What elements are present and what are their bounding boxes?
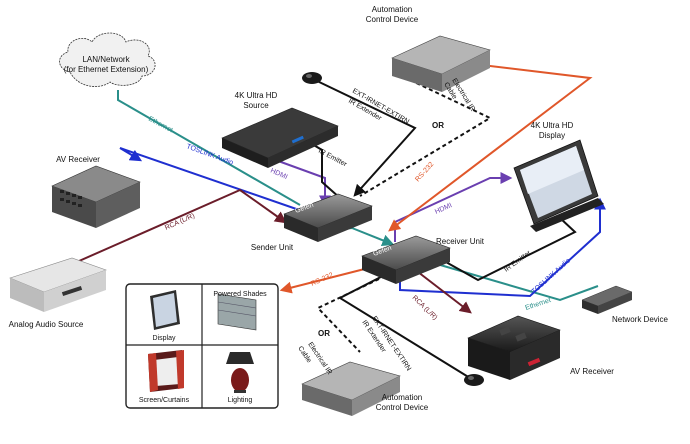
uhd-source-label-line2: Source [243, 101, 269, 110]
analog-audio-source-label: Analog Audio Source [9, 320, 84, 329]
toslink-right-label: TOSLINK Audio [531, 257, 572, 295]
lan-label-line1: LAN/Network [82, 55, 130, 64]
hdmi-display-label: HDMI [434, 202, 453, 216]
electrical-ir-cable-top [359, 79, 493, 197]
panel-shades-label: Powered Shades [213, 291, 267, 298]
av-receiver-left: AV Receiver [51, 155, 141, 228]
hdmi-cable-source [269, 157, 331, 208]
rs232-left-label: RS-232 [310, 272, 335, 288]
automation-bottom-label-line2: Control Device [376, 403, 429, 412]
panel-curtains-label: Screen/Curtains [139, 397, 190, 404]
or-top-label: OR [432, 121, 444, 130]
ethernet-cable-right [429, 261, 599, 302]
ir-sensor-bottom [464, 374, 484, 386]
rs232-top-label: RS-232 [414, 161, 435, 183]
av-receiver-right: AV Receiver [467, 315, 614, 380]
automation-control-device-top: Automation Control Device [366, 5, 491, 92]
ethernet-cable-top [117, 90, 301, 206]
ir-emitter-cable-right [427, 217, 577, 282]
lan-cloud: LAN/Network (for Ethernet Extension) [59, 32, 156, 87]
or-bottom-label: OR [318, 329, 330, 338]
panel-curtains-icon [148, 350, 184, 392]
hdmi-cable-display [394, 172, 513, 242]
rca-right-label: RCA (L/R) [411, 294, 439, 321]
electrical-ir-cable-bottom [316, 269, 399, 353]
panel-display-label: Display [153, 335, 176, 342]
uhd-display-label-line1: 4K Ultra HD [531, 121, 574, 130]
automation-top-label-line1: Automation [372, 5, 412, 14]
rca-cable-right [417, 271, 472, 314]
panel-shades-icon [217, 293, 257, 331]
av-receiver-left-label: AV Receiver [56, 155, 100, 164]
automation-panel: Display Powered Shades Screen/Curtains L… [125, 283, 279, 409]
uhd-display-label-line2: Display [539, 131, 565, 140]
panel-display-icon [150, 290, 180, 330]
uhd-display: 4K Ultra HD Display [513, 121, 604, 232]
ir-extender-cable-top [314, 79, 417, 197]
network-device: Network Device [581, 285, 669, 324]
toslink-cable-right [399, 197, 606, 298]
ir-emitter-right-label: IR Emitter [503, 249, 533, 273]
panel-lamp-icon [226, 352, 254, 393]
automation-bottom-label-line1: Automation [382, 393, 422, 402]
hdmi-source-label: HDMI [269, 167, 288, 181]
automation-control-device-bottom: Automation Control Device [301, 361, 429, 416]
lan-label-line2: (for Ethernet Extension) [64, 65, 149, 74]
network-device-label: Network Device [612, 315, 669, 324]
ethernet-link-sender-receiver [340, 218, 395, 247]
sender-unit-label: Sender Unit [251, 243, 294, 252]
analog-audio-source: Analog Audio Source [9, 257, 107, 329]
uhd-source-device: 4K Ultra HD Source [221, 91, 339, 168]
panel-lighting-label: Lighting [228, 397, 253, 404]
sender-unit: Gefen Sender Unit [251, 193, 373, 252]
av-receiver-right-label: AV Receiver [570, 367, 614, 376]
uhd-source-label-line1: 4K Ultra HD [235, 91, 278, 100]
ethernet-top-label: Ethernet [147, 116, 174, 135]
toslink-cable-top [119, 147, 306, 213]
automation-top-label-line2: Control Device [366, 15, 419, 24]
ethernet-right-label: Ethernet [524, 297, 551, 312]
receiver-unit-label: Receiver Unit [436, 237, 485, 246]
ir-sensor-top [302, 72, 322, 84]
rca-cable-left [69, 188, 287, 266]
